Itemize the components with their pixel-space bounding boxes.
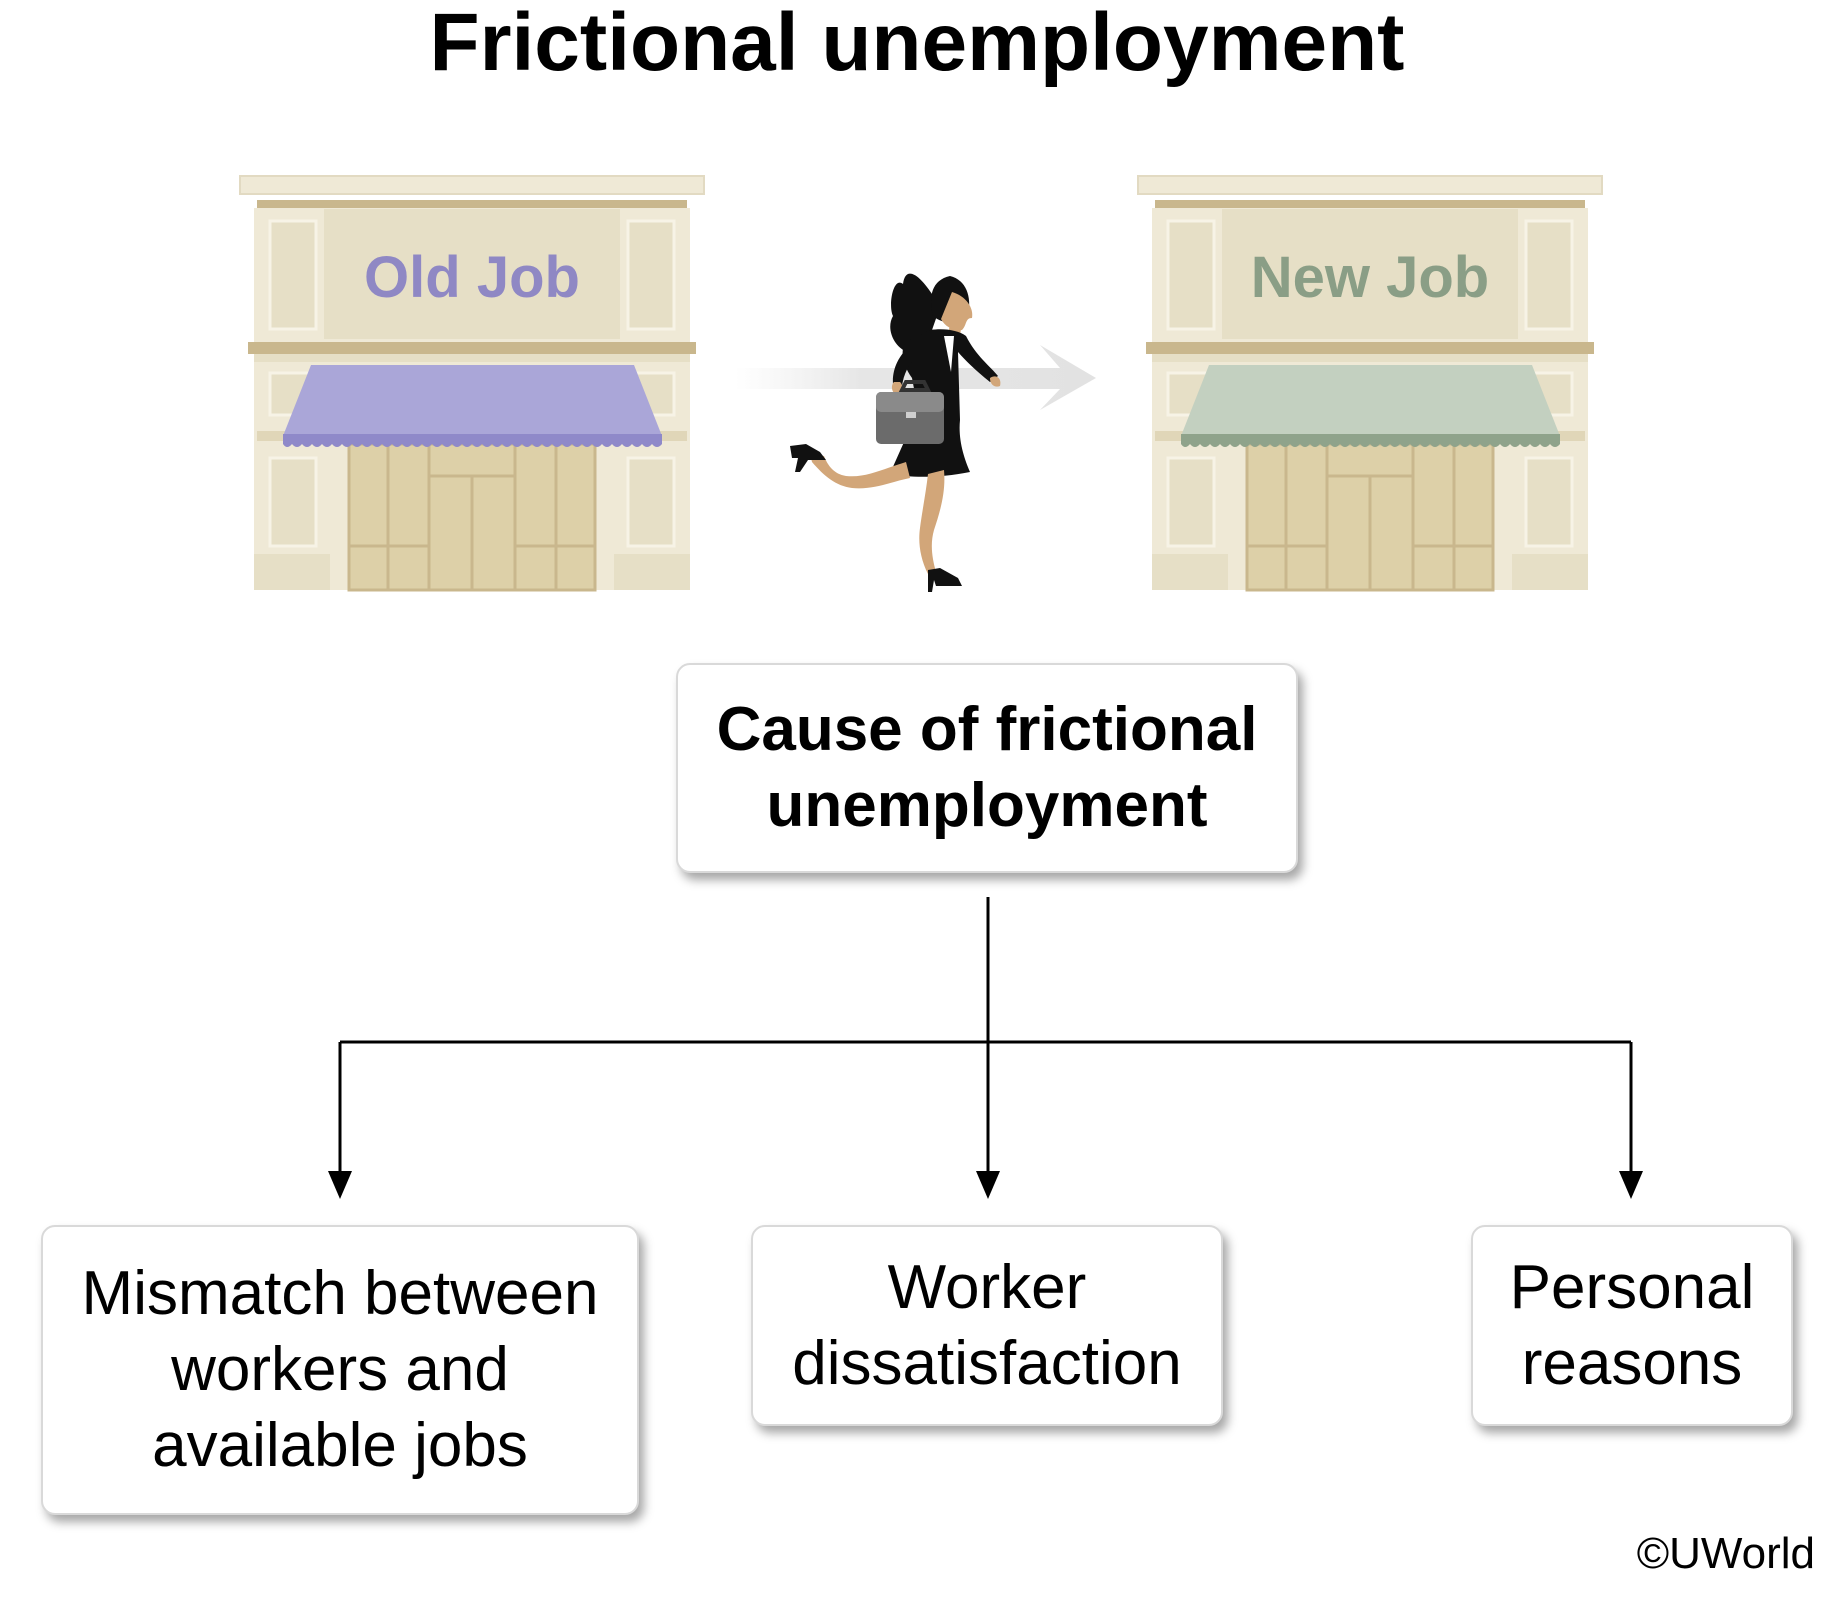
root-cause-line-1: Cause of frictional: [716, 695, 1258, 764]
diagram-title: Frictional unemployment: [429, 0, 1405, 88]
cause-box-personal: Personal reasons: [1471, 1225, 1793, 1426]
arrowhead-right: [1619, 1171, 1643, 1199]
arrowhead-center: [976, 1171, 1000, 1199]
cause-line: dissatisfaction: [792, 1328, 1182, 1398]
cause-box-mismatch: Mismatch between workers and available j…: [41, 1225, 639, 1515]
cause-line: workers and: [171, 1335, 509, 1404]
cause-line: Worker: [887, 1252, 1087, 1322]
storefront-door: [1245, 442, 1495, 592]
connectors: [338, 897, 1633, 1177]
old-job-building: Old Job: [239, 175, 705, 592]
running-businesswoman-icon: [790, 273, 1001, 592]
briefcase-icon: [876, 380, 944, 444]
new-job-label: New Job: [1251, 245, 1490, 310]
cause-line: Mismatch between: [81, 1259, 599, 1328]
cause-line: available jobs: [152, 1411, 528, 1480]
arrowheads: [328, 1171, 1643, 1199]
storefront-door: [347, 442, 597, 592]
arrowhead-left: [328, 1171, 352, 1199]
cause-line: Personal: [1509, 1252, 1755, 1322]
old-job-label: Old Job: [364, 245, 580, 310]
old-job-awning: [283, 365, 662, 447]
cause-box-dissatisfaction: Worker dissatisfaction: [751, 1225, 1223, 1426]
copyright-notice: ©UWorld: [1636, 1529, 1815, 1578]
new-job-awning: [1181, 365, 1560, 447]
cause-line: reasons: [1521, 1328, 1743, 1398]
root-cause-box: Cause of frictional unemployment: [676, 663, 1298, 873]
root-cause-line-2: unemployment: [766, 771, 1208, 840]
new-job-building: New Job: [1137, 175, 1603, 592]
